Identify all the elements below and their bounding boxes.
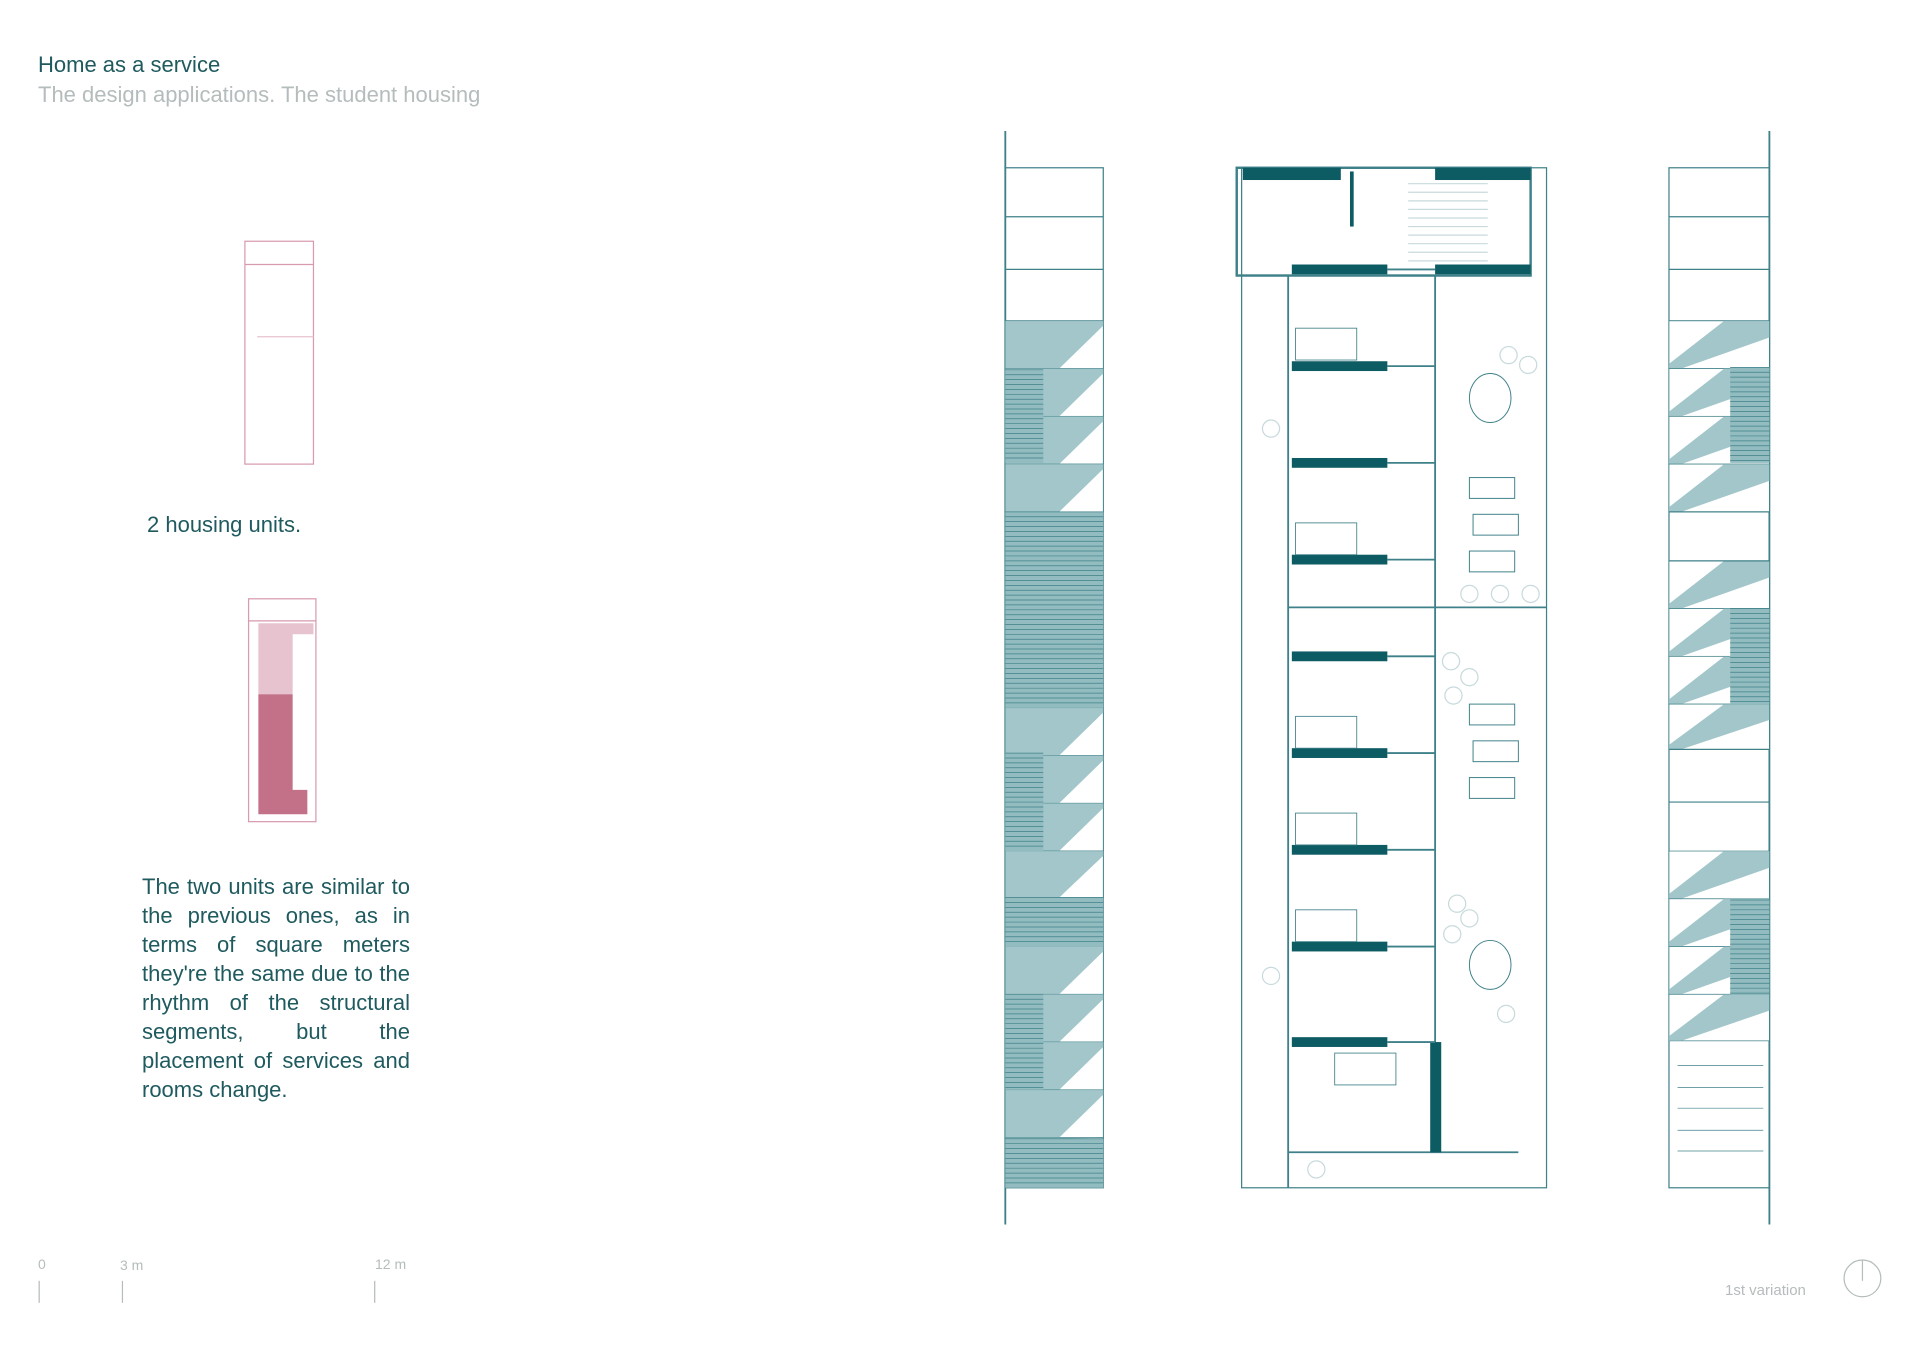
plant-icon [1460,667,1479,687]
shadow [1668,851,1770,899]
plant-icon [1307,1160,1326,1179]
bed [1295,327,1358,361]
shadow [1005,320,1104,369]
page-title: Home as a service [38,52,221,77]
description-paragraph: The two units are similar to the previou… [142,874,410,1102]
plant-icon [1261,419,1281,438]
structural-wall [1291,361,1388,372]
sofa [1468,777,1516,799]
sofa [1472,513,1519,536]
core-block [1235,166,1532,277]
plant-icon [1261,966,1281,986]
shadow [1668,560,1770,609]
compass-north-icon [1843,1259,1882,1298]
unit-diagram-outline [244,240,315,465]
unit-diagram-filled [247,598,317,823]
variation-label: 1st variation [1725,1282,1806,1299]
wall [1430,1042,1442,1153]
structural-wall [1435,264,1531,275]
plant-icon [1447,894,1467,913]
bed [1295,715,1358,749]
bed [1295,812,1358,846]
louvre-panel [1730,900,1770,995]
dining-table [1468,373,1512,423]
bed [1334,1052,1397,1086]
structural-wall [1291,457,1388,468]
plant-icon [1441,652,1461,671]
plant-icon [1490,584,1510,604]
structural-wall [1291,554,1388,565]
structural-wall [1291,651,1388,662]
scale-bar [38,1280,376,1303]
plant-icon [1496,1004,1516,1024]
plant-icon [1460,909,1479,928]
units-caption: 2 housing units. [147,512,302,537]
structural-wall [1291,748,1388,758]
shadow [1005,464,1104,512]
page-subtitle: The design applications. The student hou… [38,82,481,107]
structural-wall [1291,941,1388,952]
scale-label-0: 0 [38,1256,46,1272]
wall [1242,167,1341,181]
bed [1295,909,1358,943]
sofa [1468,550,1516,573]
louvre-panel [1005,994,1044,1090]
left-elevation [1004,131,1104,1225]
scale-label-3m: 3 m [120,1257,144,1273]
structural-wall [1291,1037,1388,1047]
shadow [1668,994,1770,1041]
louvre-panel [1005,369,1044,463]
floor-plan [1235,166,1548,1189]
plant-icon [1443,925,1462,944]
sofa [1472,740,1519,763]
plant-icon [1499,345,1518,365]
right-elevation [1668,131,1771,1225]
shadow [1005,1089,1104,1138]
shadow [1005,707,1104,756]
shadow [1668,464,1770,512]
shadow [1668,704,1770,750]
plant-icon [1521,584,1540,604]
shadow [1668,320,1770,369]
dining-table [1468,939,1512,990]
sofa [1468,477,1516,499]
sofa [1468,703,1516,726]
plant-icon [1444,686,1463,705]
louvre-panel [1730,608,1770,705]
structural-wall [1291,844,1388,855]
structural-wall [1291,264,1388,275]
wall [1435,167,1531,181]
louvre-panel [1730,367,1770,463]
plant-icon [1460,584,1479,604]
scale-label-12m: 12 m [375,1256,407,1272]
plant-icon [1518,355,1538,375]
shadow [1005,851,1104,898]
shadow [1005,946,1104,995]
bed [1295,522,1358,556]
